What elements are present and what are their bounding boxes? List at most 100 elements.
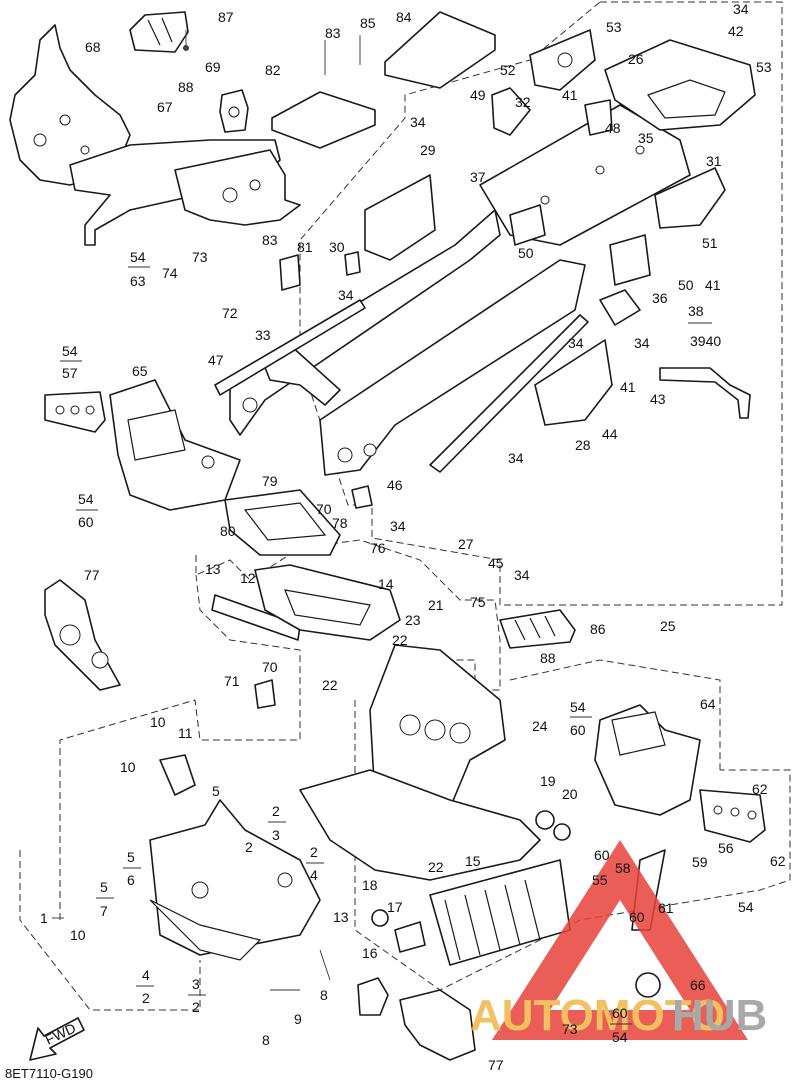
callout-34f: 34: [568, 335, 584, 351]
callout-84: 84: [396, 9, 412, 25]
callout-28: 28: [575, 437, 591, 453]
hole: [59, 624, 81, 646]
front-upper-frame: [9, 24, 301, 246]
callout-83: 83: [325, 25, 341, 41]
callout-52: 52: [500, 62, 516, 78]
callout-70b: 70: [262, 659, 278, 675]
callout-2c: 2: [310, 844, 318, 860]
callout-63: 63: [130, 273, 146, 289]
callout-86: 86: [590, 621, 606, 637]
assembly-boundaries: [19, 1, 791, 1011]
callout-13b: 13: [333, 909, 349, 925]
hole: [713, 805, 723, 815]
part-70-bracket: [254, 679, 276, 709]
rear-frame-boundary: [299, 1, 783, 606]
part-26-cutout: [647, 79, 726, 119]
callout-59: 59: [692, 854, 708, 870]
part-64-grille: [611, 711, 666, 756]
top-small-parts: [129, 11, 496, 149]
hole: [191, 881, 209, 899]
callout-43: 43: [650, 391, 666, 407]
callout-49: 49: [470, 87, 486, 103]
callout-34h: 34: [514, 567, 530, 583]
part-11-bracket: [159, 754, 196, 796]
callout-71: 71: [224, 673, 240, 689]
callout-80: 80: [220, 523, 236, 539]
callout-22c: 22: [428, 859, 444, 875]
callout-54f: 54: [612, 1029, 628, 1045]
callout-37: 37: [470, 169, 486, 185]
part-82-plate: [271, 91, 376, 149]
watermark: AUTOMOTO HUB: [470, 840, 767, 1040]
callout-81: 81: [297, 239, 313, 255]
part-30-nut: [344, 251, 361, 276]
callout-78: 78: [332, 515, 348, 531]
watermark-word-a: AUTOMOTO: [470, 991, 725, 1040]
callout-15: 15: [465, 853, 481, 869]
callout-69: 69: [205, 59, 221, 75]
callout-14: 14: [378, 576, 394, 592]
rear-frame: [479, 29, 756, 426]
callout-67: 67: [157, 99, 173, 115]
callout-34b: 34: [390, 518, 406, 534]
hole: [80, 145, 90, 155]
fwd-arrow: FWD: [29, 1017, 85, 1061]
diagram-code: 8ET7110-G190: [5, 1066, 93, 1081]
hole: [222, 187, 238, 203]
callout-75: 75: [470, 594, 486, 610]
callout-6: 6: [127, 872, 135, 888]
callout-22b: 22: [322, 677, 338, 693]
callout-51: 51: [702, 235, 718, 251]
callout-34g: 34: [508, 450, 524, 466]
callout-22a: 22: [392, 632, 408, 648]
part-1-front-frame: [149, 799, 321, 956]
hole: [595, 165, 605, 175]
hole: [449, 722, 471, 744]
callout-5b: 5: [127, 849, 135, 865]
part-14-inner: [284, 589, 371, 626]
callout-45: 45: [488, 555, 504, 571]
part-50-bracket-lower: [609, 234, 651, 286]
hole: [70, 405, 80, 415]
callout-20: 20: [562, 786, 578, 802]
callout-2b: 2: [245, 839, 253, 855]
callout-30: 30: [329, 239, 345, 255]
callout-9: 9: [294, 1011, 302, 1027]
center-frame-boundary: [509, 659, 721, 770]
callout-5c: 5: [100, 879, 108, 895]
callout-11: 11: [178, 725, 193, 741]
hole: [85, 405, 95, 415]
part-47-rail: [214, 299, 366, 396]
callout-3940: 3940: [690, 333, 721, 349]
center-block: [299, 644, 661, 1061]
steering-block-boundary: [354, 700, 791, 991]
callout-60a: 60: [78, 514, 94, 530]
hole: [424, 719, 446, 741]
part-18-collar: [371, 909, 389, 927]
hole: [277, 872, 293, 888]
hole: [747, 810, 757, 820]
part-86-step: [499, 609, 576, 649]
callout-10c: 10: [70, 927, 86, 943]
callout-29: 29: [420, 142, 436, 158]
callout-10b: 10: [120, 759, 136, 775]
callout-58: 58: [615, 860, 631, 876]
callout-7: 7: [100, 903, 108, 919]
callout-8a: 8: [320, 987, 328, 1003]
bolt-head: [183, 45, 189, 51]
part-50-bracket-upper: [509, 204, 546, 246]
callout-83b: 83: [262, 232, 278, 248]
callout-66: 66: [690, 977, 706, 993]
callout-74: 74: [162, 265, 178, 281]
callout-35: 35: [638, 130, 654, 146]
callout-24: 24: [532, 718, 548, 734]
callout-72: 72: [222, 305, 238, 321]
callout-1: 1: [40, 910, 48, 926]
callout-61: 61: [658, 900, 674, 916]
fwd-label: FWD: [43, 1020, 79, 1048]
part-65-grille: [127, 409, 186, 461]
callout-38: 38: [688, 303, 704, 319]
callout-73b: 73: [562, 1021, 578, 1037]
callout-88: 88: [178, 79, 194, 95]
